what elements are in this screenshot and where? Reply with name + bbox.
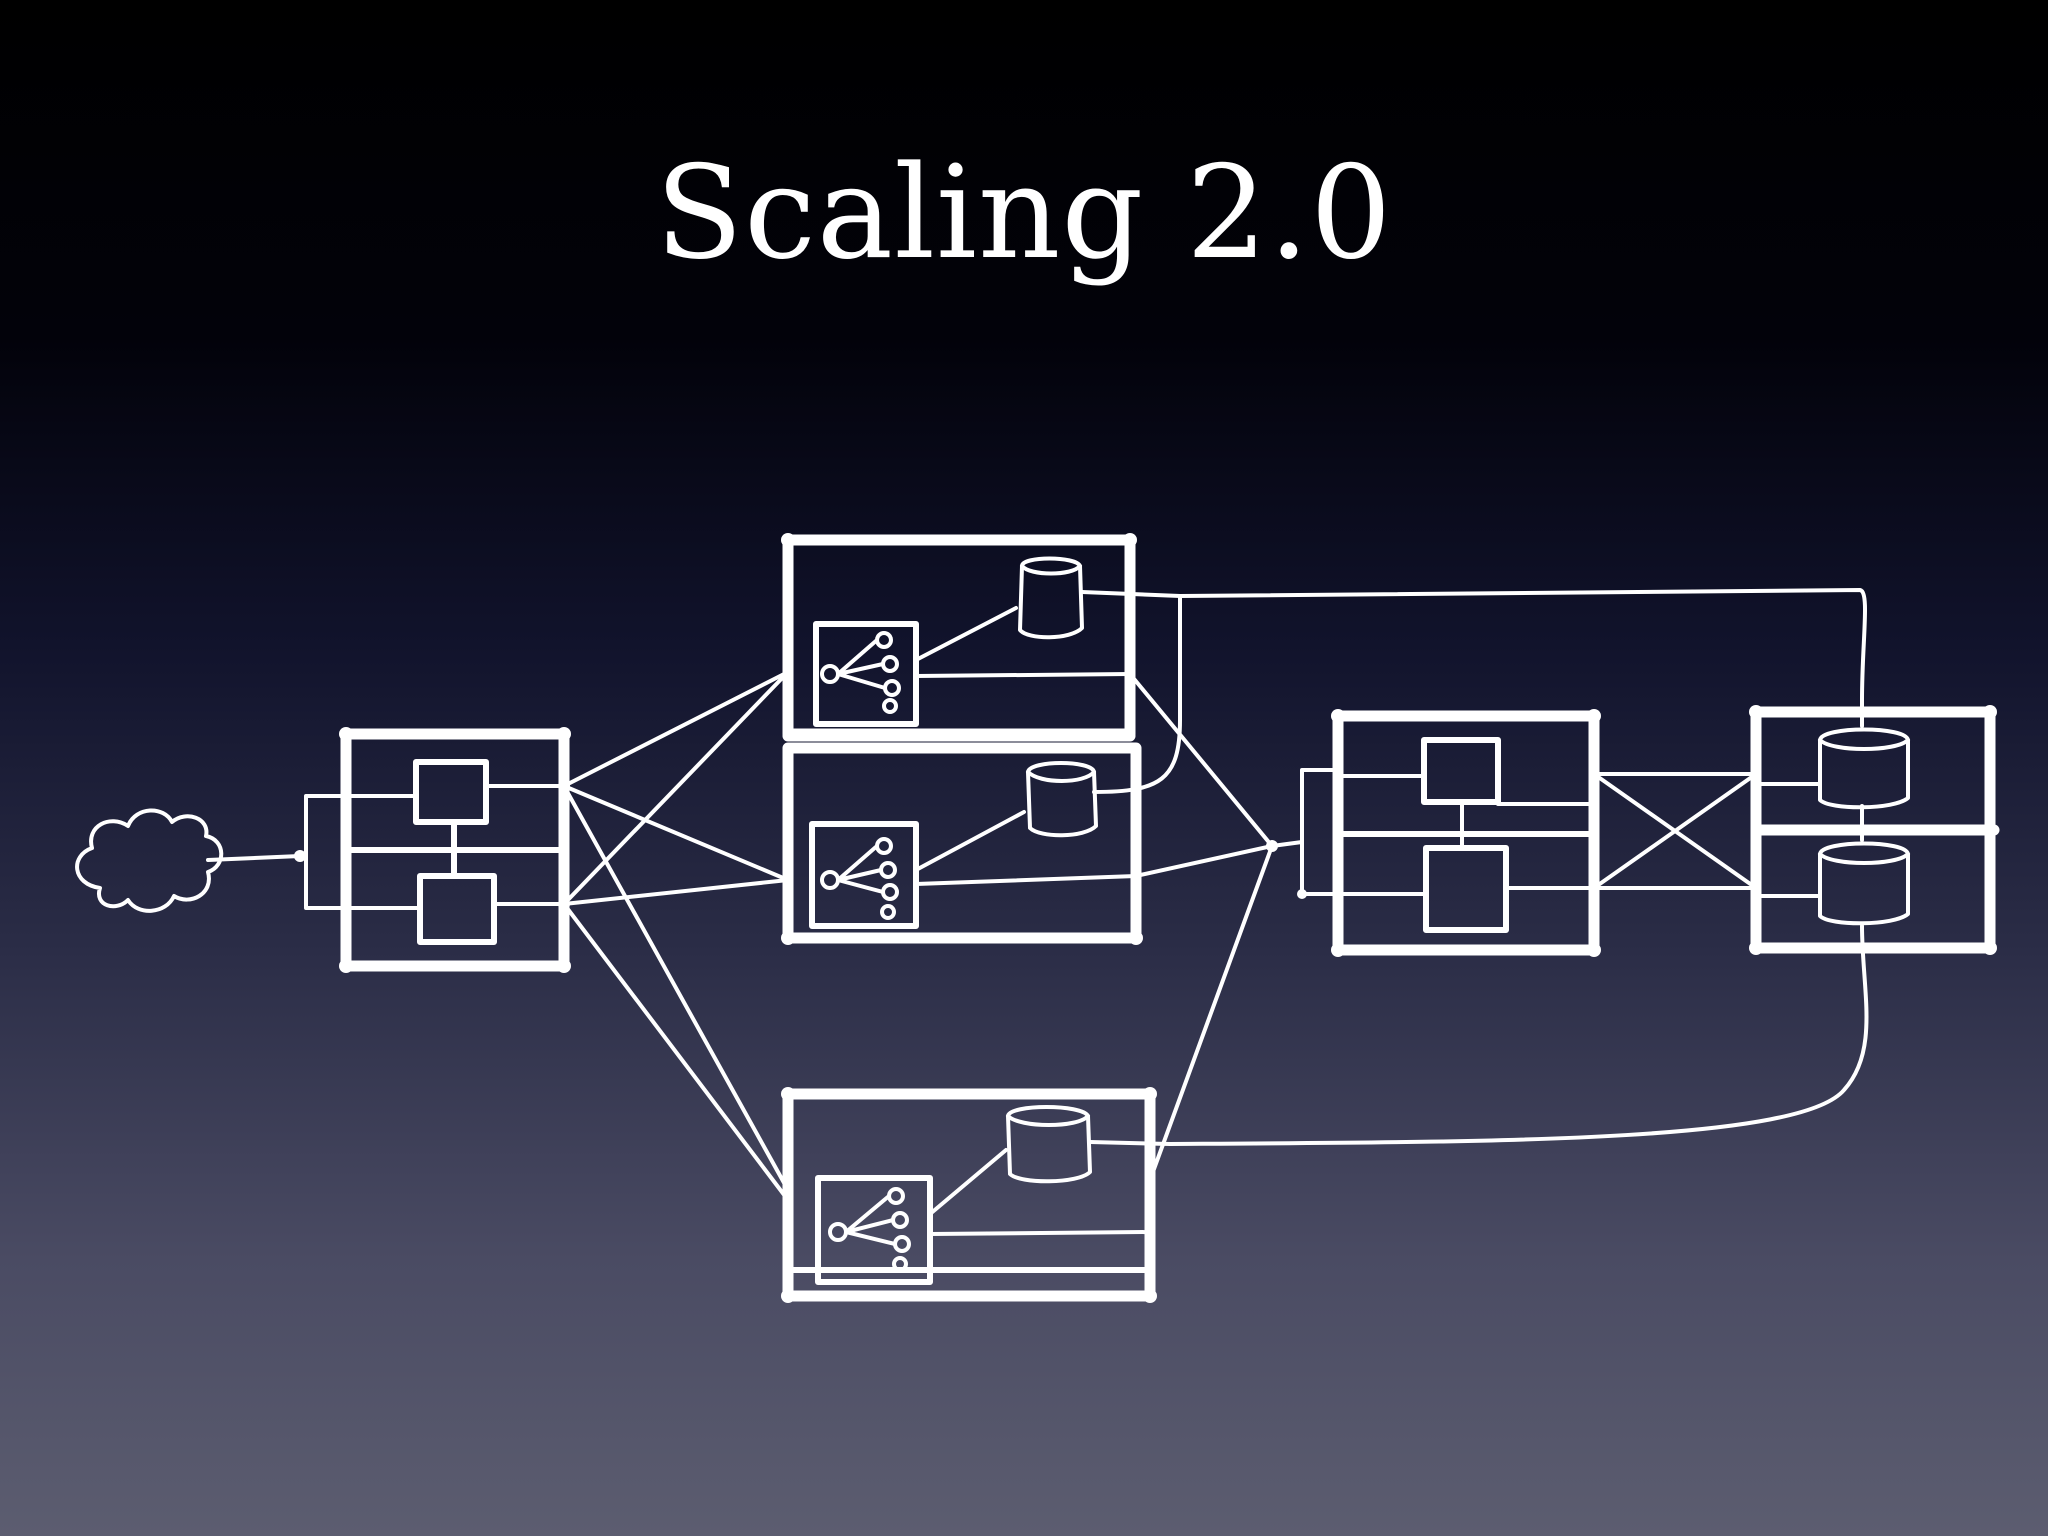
database-group <box>1750 706 2000 954</box>
load-balancer-group <box>304 728 570 972</box>
cloud-icon <box>75 808 224 913</box>
app-server-top <box>782 534 1136 742</box>
app-server-middle <box>782 742 1142 944</box>
slide-title: Scaling 2.0 <box>655 139 1393 288</box>
switch-group <box>1300 710 1600 956</box>
switch-to-db-links <box>1592 772 1758 890</box>
connection-dots <box>294 533 1997 1303</box>
replication-links <box>1080 588 1869 1146</box>
app-to-switch-links <box>1128 672 1304 1182</box>
cloud-to-lb-line <box>206 854 302 862</box>
app-server-bottom <box>782 1088 1156 1302</box>
lb-to-app-links <box>562 670 790 1202</box>
